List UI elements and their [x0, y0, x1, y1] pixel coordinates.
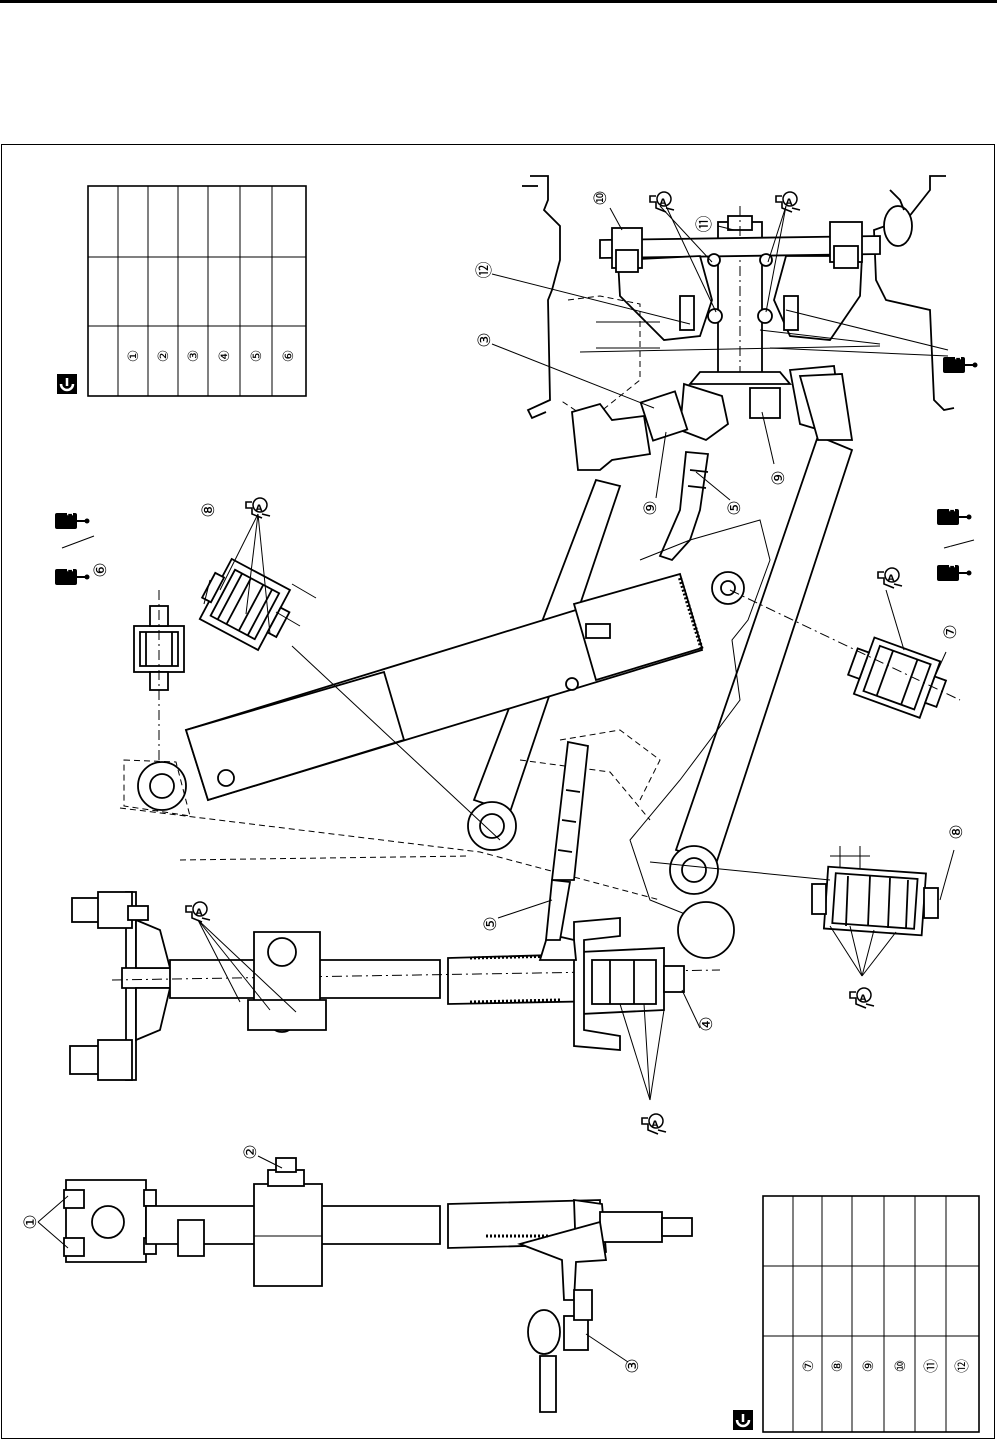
- table2-row-8: ⑧: [830, 1360, 846, 1373]
- callout-5-top: ⑤: [725, 500, 745, 515]
- callout-9-left: ⑨: [641, 500, 661, 515]
- table1-row-3: ③: [186, 350, 202, 363]
- callouts: ⑩ ⑪ ⑫ ③ ⑨ ⑤ ⑨ ⑧ ⑥ ⑦ ⑧ ⑤ ④ ② ① ③: [21, 190, 967, 1373]
- svg-text:A: A: [660, 198, 667, 208]
- svg-text:A: A: [652, 1120, 659, 1130]
- callout-7: ⑦: [941, 624, 961, 639]
- callout-5-middle: ⑤: [481, 916, 501, 931]
- callout-4: ④: [697, 1016, 717, 1031]
- table1-row-2: ②: [156, 350, 172, 363]
- thread-lock-tags: 1322 1303 1322 1303 1360: [54, 337, 979, 586]
- grease-letters: A A A A A A A: [196, 198, 895, 1130]
- callout-6: ⑥: [91, 562, 111, 577]
- table2-row-10: ⑩: [893, 1360, 909, 1373]
- table1-row-4: ④: [217, 350, 233, 363]
- table1-row-1: ①: [126, 350, 142, 363]
- tag-1303-right: 1303: [948, 546, 957, 568]
- callout-3-top: ③: [475, 332, 495, 347]
- callout-2: ②: [241, 1144, 261, 1159]
- callout-8-upper: ⑧: [199, 502, 219, 517]
- bushing-detail-7: [729, 589, 961, 719]
- callout-12: ⑫: [475, 262, 495, 279]
- radius-arms: [467, 373, 854, 959]
- torque-wrench-icon: [57, 374, 77, 394]
- figure-frame: [1, 144, 995, 1439]
- callout-8-lower: ⑧: [947, 824, 967, 839]
- steering-shaft-assembly-lower: [63, 1157, 693, 1413]
- tag-1322-right: 1322: [948, 490, 957, 512]
- grease-marks: A A A A A A A: [185, 191, 903, 1135]
- callout-9-right: ⑨: [769, 470, 789, 485]
- shock-absorber: [119, 572, 704, 901]
- svg-text:A: A: [860, 994, 867, 1004]
- bushing-detail-8-lower: [649, 846, 939, 937]
- callout-3-bottom: ③: [623, 1358, 643, 1373]
- callout-11: ⑪: [695, 216, 715, 233]
- torque-table-upper: ① ② ③ ④ ⑤ ⑥: [57, 185, 307, 397]
- torque-table-lower: ⑦ ⑧ ⑨ ⑩ ⑪ ⑫: [733, 1195, 980, 1433]
- svg-text:A: A: [888, 574, 895, 584]
- leader-lines: [37, 205, 975, 1363]
- callout-1: ①: [21, 1214, 41, 1229]
- table2-row-9: ⑨: [861, 1360, 877, 1373]
- torque-wrench-icon: [733, 1410, 753, 1430]
- tag-1303-left: 1303: [66, 550, 75, 572]
- svg-text:A: A: [256, 504, 263, 514]
- svg-text:A: A: [196, 908, 203, 918]
- callout-10: ⑩: [591, 190, 611, 205]
- tag-1322-left: 1322: [66, 494, 75, 516]
- table2-row-12: ⑫: [955, 1359, 971, 1373]
- steering-head-assembly: [522, 175, 955, 421]
- table1-row-5: ⑤: [249, 350, 265, 363]
- table2-row-7: ⑦: [801, 1360, 817, 1373]
- svg-text:A: A: [786, 198, 793, 208]
- table2-row-11: ⑪: [924, 1359, 940, 1373]
- bushing-detail-8-upper: [198, 557, 501, 841]
- steering-shaft-assembly-middle: [69, 740, 721, 1081]
- header-rule: [0, 0, 997, 3]
- tag-1360: 1360: [954, 337, 963, 360]
- bushing-detail-6: [133, 590, 185, 760]
- table1-row-6: ⑥: [281, 350, 297, 363]
